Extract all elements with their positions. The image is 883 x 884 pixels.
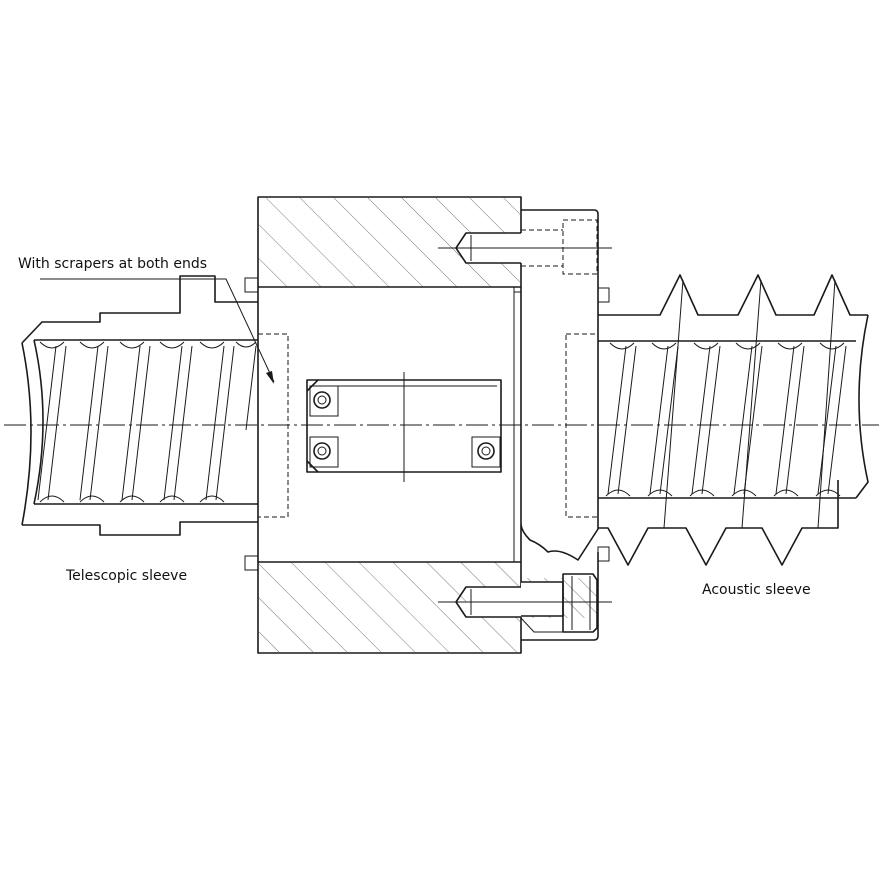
acoustic-sleeve [598,274,868,566]
right-screw-shaft [598,314,869,499]
end-cap [520,209,610,641]
telescopic-sleeve [21,275,258,536]
scrapers-label: With scrapers at both ends [18,256,208,272]
acoustic-sleeve-label: Acoustic sleeve [702,582,811,598]
top-socket-bolt [438,219,612,275]
telescopic-sleeve-label: Telescopic sleeve [66,568,188,584]
return-plate [306,372,502,482]
left-screw-shaft [33,339,258,505]
scraper-leader-line [40,278,275,384]
bottom-socket-bolt [438,573,612,633]
